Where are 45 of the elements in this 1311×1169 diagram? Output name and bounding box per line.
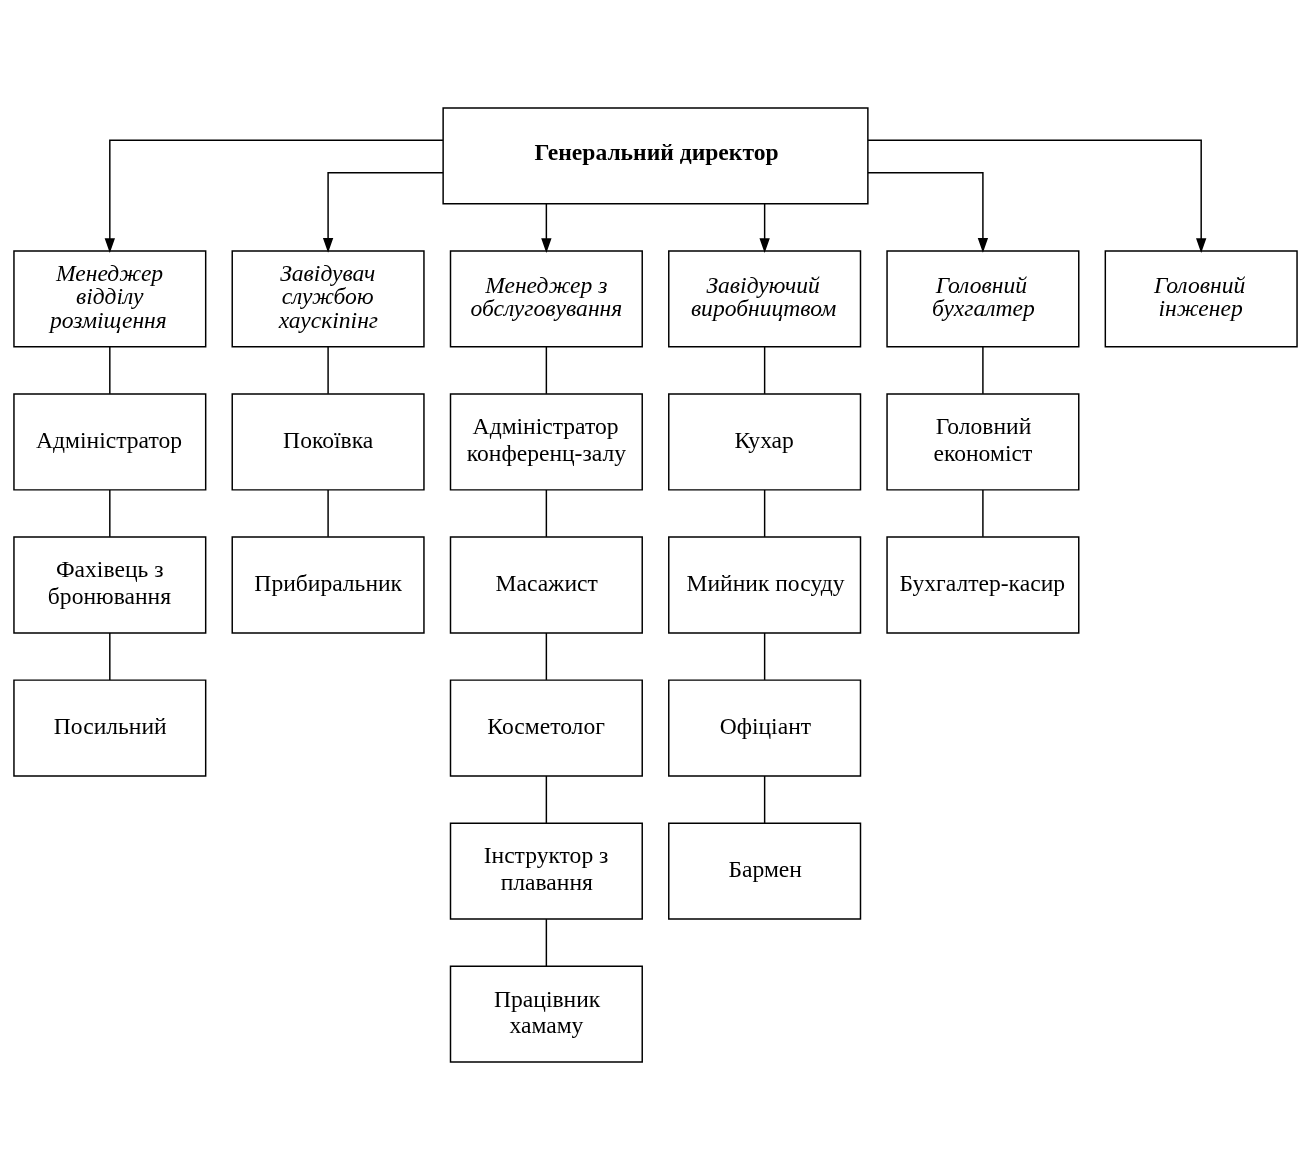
connector xyxy=(763,488,766,538)
arrow xyxy=(867,139,1207,253)
node-box: Бухгалтер-касир xyxy=(886,535,1080,634)
node-box: Працівник хамаму xyxy=(449,965,643,1063)
arrow xyxy=(867,171,989,253)
connector xyxy=(763,774,766,824)
connector xyxy=(545,774,548,824)
node-box: Посильний xyxy=(13,678,207,777)
node-box: Прибиральник xyxy=(231,535,425,634)
node-box: Адміністратор xyxy=(13,392,207,491)
connector xyxy=(327,345,329,395)
arrow xyxy=(322,171,444,253)
node-box: Косметолог xyxy=(449,678,643,777)
arrow xyxy=(759,202,770,253)
node-box: Офіціант xyxy=(668,678,862,777)
node-box: Менеджер з обслуговування xyxy=(449,249,643,348)
arrow xyxy=(104,139,444,253)
node-box: Менеджер відділу розміщення xyxy=(13,249,207,348)
node-box: Фахівець з бронювання xyxy=(13,535,207,634)
connector xyxy=(763,631,766,681)
node-box: Головний бухгалтер xyxy=(886,249,1080,348)
connector xyxy=(109,488,111,538)
connector xyxy=(763,345,766,395)
node-box: Масажист xyxy=(449,535,643,634)
node-box: Покоївка xyxy=(231,392,425,491)
connector xyxy=(545,631,548,681)
arrow xyxy=(541,202,552,253)
connector xyxy=(545,917,548,967)
connector xyxy=(327,488,329,538)
node-box: Адміністратор конференц-залу xyxy=(449,392,643,491)
connector xyxy=(109,631,111,681)
node-box: Інструктор з плавання xyxy=(449,821,643,920)
node-box: Генеральний директор xyxy=(442,106,869,204)
connector xyxy=(545,488,548,538)
node-box: Кухар xyxy=(668,392,862,491)
node-box: Бармен xyxy=(668,821,862,920)
node-box: Завідуючий виробництвом xyxy=(668,249,862,348)
node-box: Головний інженер xyxy=(1104,249,1298,348)
connector xyxy=(109,345,111,395)
node-box: Головний економіст xyxy=(886,392,1080,491)
connector xyxy=(982,488,984,538)
connector xyxy=(982,345,984,395)
node-box: Мийник посуду xyxy=(668,535,862,634)
node-box: Завідувач службою хаускіпінг xyxy=(231,249,425,348)
connector xyxy=(545,345,548,395)
